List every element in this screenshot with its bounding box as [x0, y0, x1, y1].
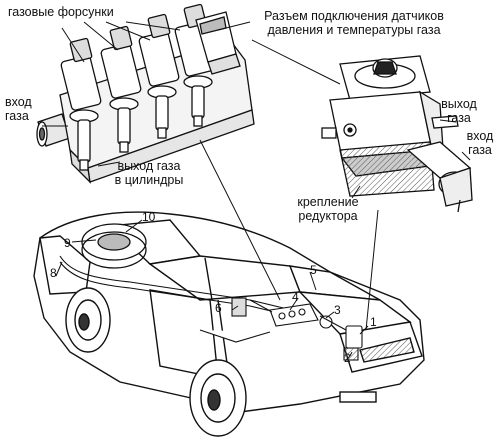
label-gas-outlet-right: выход газа: [432, 97, 486, 125]
injector-rail: [36, 3, 255, 184]
injector-3: [138, 13, 180, 139]
label-reducer-mount-line2: редуктора: [298, 209, 358, 223]
label-gas-outlet-right-line1: выход: [441, 97, 477, 111]
label-gas-inlet-left: вход газа: [5, 95, 32, 123]
label-sensor-connector-line2: давления и температуры газа: [267, 23, 441, 37]
rear-wheel: [65, 287, 111, 353]
injector-1: [60, 37, 102, 171]
label-gas-inlet-right-line1: вход: [466, 129, 494, 143]
label-gas-outlet-right-line2: газа: [447, 111, 471, 125]
label-gas-outlet-cylinders-line1: выход газа: [117, 159, 181, 173]
injector-leader-lines: [42, 21, 251, 167]
label-reducer-mount: крепление редуктора: [288, 195, 368, 223]
callout-3: 3: [334, 303, 341, 317]
label-sensor-connector: Разъем подключения датчиков давления и т…: [250, 9, 458, 37]
callout-6: 6: [215, 301, 222, 315]
label-gas-outlet-cylinders-line2: в цилиндры: [114, 173, 184, 187]
callout-8: 8: [50, 266, 57, 280]
front-wheel: [189, 359, 247, 437]
engine-bay: [199, 297, 363, 361]
label-sensor-connector-line1: Разъем подключения датчиков: [264, 9, 444, 23]
label-gas-inlet-left-line2: газа: [5, 109, 29, 123]
callout-5: 5: [310, 263, 317, 277]
label-reducer-mount-line1: крепление: [297, 195, 359, 209]
label-gas-outlet-cylinders: выход газа в цилиндры: [106, 159, 192, 187]
callout-2: 2: [344, 351, 351, 365]
label-gas-inlet-left-line1: вход: [5, 95, 32, 109]
label-gas-inlet-right: вход газа: [462, 129, 498, 157]
callout-1: 1: [370, 315, 377, 329]
callout-4: 4: [292, 290, 299, 304]
callout-10: 10: [142, 210, 156, 224]
sensor-connector: [195, 11, 241, 75]
gas-line: [59, 255, 301, 319]
label-gas-inlet-right-line2: газа: [468, 143, 492, 157]
label-gas-injectors: газовые форсунки: [8, 5, 114, 19]
injector-2: [100, 25, 142, 153]
pressure-reducer: [321, 55, 473, 213]
gas-solenoid-valve: [406, 141, 473, 213]
callout-9: 9: [64, 236, 71, 250]
reducer-leader-lines: [251, 39, 471, 199]
callout-leader-lines: [55, 139, 379, 357]
gas-tank: [81, 223, 147, 269]
